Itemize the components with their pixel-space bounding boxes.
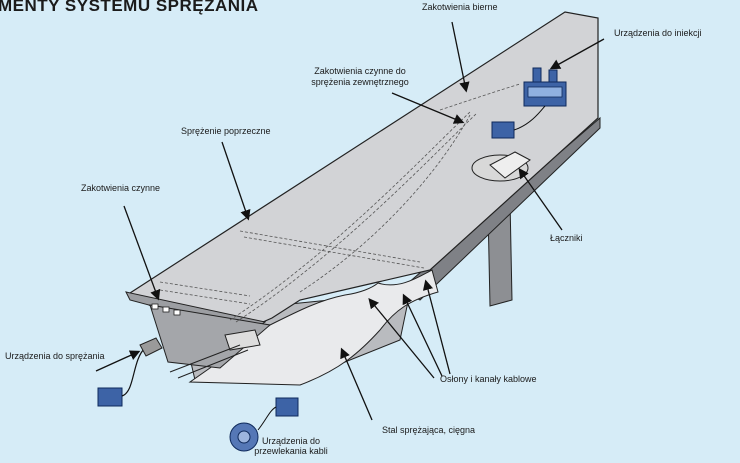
stressing-jack bbox=[169, 329, 261, 379]
tendons-transverse bbox=[159, 230, 425, 305]
label-threading-2: przewlekania kabli bbox=[254, 446, 328, 456]
label-external-anchors-2: sprężenia zewnętrznego bbox=[311, 77, 409, 87]
threading-device bbox=[229, 397, 299, 452]
label-passive-anchors: Zakotwienia bierne bbox=[422, 2, 498, 12]
label-transverse-prestress: Sprężenie poprzeczne bbox=[181, 126, 271, 136]
injection-device bbox=[491, 67, 567, 139]
label-couplers: Łączniki bbox=[550, 233, 583, 243]
label-injection-devices: Urządzenia do iniekcji bbox=[614, 28, 702, 38]
girder-section bbox=[149, 304, 272, 369]
label-stressing-devices: Urządzenia do sprężania bbox=[5, 351, 105, 361]
label-strand: Stal sprężająca, cięgna bbox=[382, 425, 476, 435]
label-active-anchors: Zakotwienia czynne bbox=[81, 183, 161, 193]
label-ducts: Osłony i kanały kablowe bbox=[440, 374, 537, 384]
page-title: MENTY SYSTEMU SPRĘŻANIA bbox=[0, 0, 259, 15]
stressing-pump bbox=[97, 337, 163, 407]
anchor-plates bbox=[151, 303, 181, 316]
tendons-longitudinal bbox=[229, 83, 521, 323]
pointer-arrows bbox=[95, 21, 605, 421]
label-external-anchors-1: Zakotwienia czynne do bbox=[314, 66, 406, 76]
label-threading-1: Urządzenia do bbox=[261, 436, 321, 446]
couplers bbox=[471, 151, 531, 182]
